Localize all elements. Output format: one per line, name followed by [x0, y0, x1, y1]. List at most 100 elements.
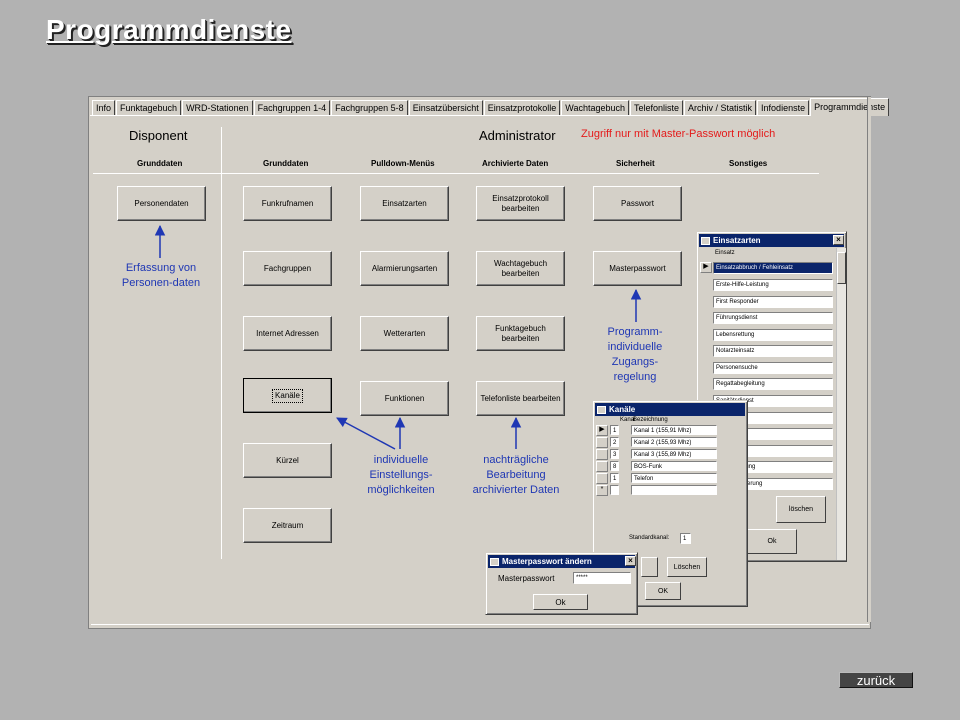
masterpasswort-input[interactable]: ***** [573, 572, 631, 584]
tab-einsatzprotokolle[interactable]: Einsatzprotokolle [483, 100, 561, 115]
kanal-column-header: Kanal [620, 417, 636, 423]
kanal-number-field[interactable]: 2 [610, 437, 619, 447]
kanaele-titlebar: Kanäle [595, 403, 745, 416]
scroll-thumb[interactable] [837, 252, 846, 284]
new-record-icon[interactable]: * [596, 485, 608, 496]
einsatzarten-scrollbar[interactable] [836, 248, 846, 560]
tab-strip: Info Funktagebuch WRD-Stationen Fachgrup… [90, 98, 890, 116]
tab-wrd-stationen[interactable]: WRD-Stationen [182, 100, 253, 115]
kanal-number-field[interactable]: 1 [610, 425, 619, 435]
masterpasswort-label: Masterpasswort [498, 574, 555, 583]
einsatz-field[interactable]: Führungsdienst [713, 312, 833, 324]
arrow-kanaele [336, 417, 396, 450]
close-icon[interactable]: × [833, 235, 844, 245]
kanal-number-field[interactable]: 8 [610, 461, 619, 471]
standardkanal-label: Standardkanal: [629, 535, 670, 541]
einsatz-field[interactable]: Einsatzabbruch / Fehleinsatz [713, 262, 833, 274]
personendaten-button[interactable]: Personendaten [117, 186, 206, 221]
kanal-name-field[interactable]: Kanal 2 (155,93 Mhz) [631, 437, 717, 447]
zurueck-button[interactable]: zurück [839, 672, 913, 688]
kanaele-delete-button[interactable]: Löschen [667, 557, 707, 577]
standardkanal-field[interactable]: 1 [680, 533, 691, 544]
tab-archiv-statistik[interactable]: Archiv / Statistik [684, 100, 757, 115]
einsatzprotokoll-bearbeiten-button[interactable]: Einsatzprotokoll bearbeiten [476, 186, 565, 221]
tab-telefonliste[interactable]: Telefonliste [630, 100, 684, 115]
record-selector-icon[interactable]: ▶ [596, 425, 608, 436]
einsatz-field[interactable]: Personensuche [713, 362, 833, 374]
kanaele-title: Kanäle [609, 405, 636, 414]
note-nachtraeglich: nachträgliche Bearbeitung archivierter D… [472, 454, 560, 496]
kanal-name-field[interactable] [631, 485, 717, 495]
tab-funktagebuch[interactable]: Funktagebuch [116, 100, 182, 115]
masterpasswort-title: Masterpasswort ändern [502, 557, 592, 566]
einsatzarten-delete-button[interactable]: löschen [776, 496, 826, 523]
masterpasswort-button[interactable]: Masterpasswort [593, 251, 682, 286]
telefonliste-bearbeiten-button[interactable]: Telefonliste bearbeiten [476, 381, 565, 416]
col-head-archivierte-daten: Archivierte Daten [482, 159, 549, 168]
kanal-name-field[interactable]: BOS-Funk [631, 461, 717, 471]
funkrufnamen-button[interactable]: Funkrufnamen [243, 186, 332, 221]
record-selector[interactable] [596, 461, 608, 472]
tab-wachtagebuch[interactable]: Wachtagebuch [561, 100, 629, 115]
page-title: Programmdienste [46, 14, 292, 45]
tab-infodienste[interactable]: Infodienste [757, 100, 810, 115]
einsatz-column-header: Einsatz [715, 250, 735, 256]
fachgruppen-button[interactable]: Fachgruppen [243, 251, 332, 286]
record-selector-icon[interactable]: ▶ [700, 262, 712, 273]
einsatz-field[interactable]: Lebensrettung [713, 329, 833, 341]
tab-fachgruppen-5-8[interactable]: Fachgruppen 5-8 [331, 100, 408, 115]
note-erfassung: Erfassung von Personen-daten [121, 262, 201, 289]
masterpasswort-ok-button[interactable]: Ok [533, 594, 588, 610]
kuerzel-button[interactable]: Kürzel [243, 443, 332, 478]
kanal-name-field[interactable]: Telefon [631, 473, 717, 483]
funktagebuch-bearbeiten-button[interactable]: Funktagebuch bearbeiten [476, 316, 565, 351]
einsatzarten-titlebar: Einsatzarten [699, 234, 844, 247]
passwort-button[interactable]: Passwort [593, 186, 682, 221]
section-administrator: Administrator [479, 128, 556, 143]
kanal-number-field[interactable]: 3 [610, 449, 619, 459]
einsatz-field[interactable]: Regattabegleitung [713, 378, 833, 390]
tab-info[interactable]: Info [92, 100, 116, 115]
form-scrollbar[interactable] [867, 97, 871, 622]
kanaele-ok-button[interactable]: OK [645, 582, 681, 600]
einsatzarten-button[interactable]: Einsatzarten [360, 186, 449, 221]
section-divider [221, 127, 222, 559]
tab-fachgruppen-1-4[interactable]: Fachgruppen 1-4 [253, 100, 331, 115]
col-head-grunddaten-disponent: Grunddaten [137, 159, 183, 168]
einsatz-field[interactable]: Notarzteinsatz [713, 345, 833, 357]
bottom-divider [91, 624, 869, 625]
kanal-number-field[interactable]: 1 [610, 473, 619, 483]
tab-einsatzuebersicht[interactable]: Einsatzübersicht [408, 100, 483, 115]
master-password-note: Zugriff nur mit Master-Passwort möglich [581, 128, 776, 140]
kanaele-button-label: Kanäle [272, 388, 303, 403]
wachtagebuch-bearbeiten-button[interactable]: Wachtagebuch bearbeiten [476, 251, 565, 286]
kanal-name-field[interactable]: Kanal 1 (155,91 Mhz) [631, 425, 717, 435]
alarmierungsarten-button[interactable]: Alarmierungsarten [360, 251, 449, 286]
kanal-number-field[interactable] [610, 485, 619, 495]
einsatz-field[interactable]: First Responder [713, 296, 833, 308]
funktionen-button[interactable]: Funktionen [360, 381, 449, 416]
einsatzarten-title: Einsatzarten [713, 236, 761, 245]
kanaele-button[interactable]: Kanäle [243, 378, 332, 413]
form-icon [701, 236, 710, 245]
record-selector[interactable] [596, 449, 608, 460]
col-head-grunddaten-admin: Grunddaten [263, 159, 309, 168]
kanaele-dialog: Kanäle Kanal Bezeichnung ▶ 1 Kanal 1 (15… [592, 400, 748, 607]
record-selector[interactable] [596, 473, 608, 484]
record-selector[interactable] [596, 437, 608, 448]
wetterarten-button[interactable]: Wetterarten [360, 316, 449, 351]
col-head-sonstiges: Sonstiges [729, 159, 768, 168]
einsatz-field[interactable]: Erste-Hilfe-Leistung [713, 279, 833, 291]
bezeichnung-column-header: Bezeichnung [633, 417, 668, 423]
col-head-sicherheit: Sicherheit [616, 159, 655, 168]
zeitraum-button[interactable]: Zeitraum [243, 508, 332, 543]
masterpasswort-titlebar: Masterpasswort ändern [488, 555, 635, 568]
col-head-pulldown: Pulldown-Menüs [371, 159, 435, 168]
close-icon[interactable]: × [625, 556, 636, 566]
kanaele-extra-button[interactable] [641, 557, 658, 577]
note-individuelle: individuelle Einstellungs-möglichkeiten [367, 454, 435, 496]
internet-adressen-button[interactable]: Internet Adressen [243, 316, 332, 351]
kanal-name-field[interactable]: Kanal 3 (155,89 Mhz) [631, 449, 717, 459]
header-divider [93, 173, 819, 174]
